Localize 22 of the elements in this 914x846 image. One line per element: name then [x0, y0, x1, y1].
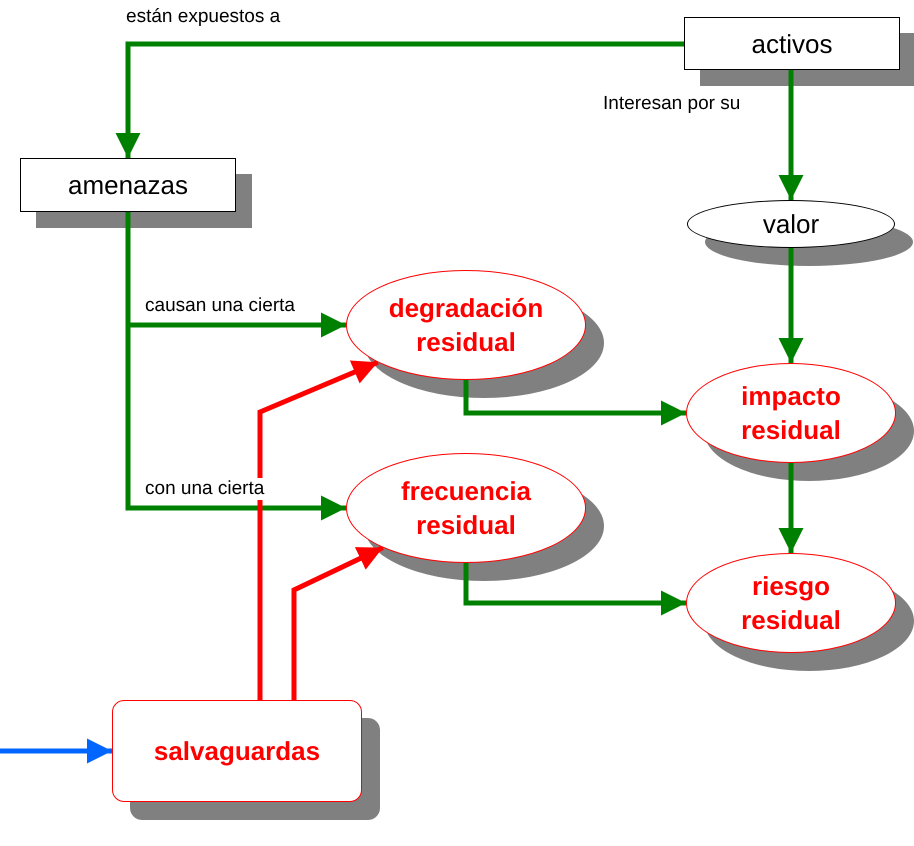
process-box [684, 17, 900, 70]
arrow [292, 545, 384, 700]
node-label: salvaguardas [154, 735, 320, 768]
arrow [258, 360, 379, 700]
node-label: activos [752, 28, 832, 60]
node-label: riesgo residual [740, 570, 842, 637]
node-label: degradación residual [388, 292, 544, 359]
node-label: frecuencia residual [400, 475, 532, 542]
node-label: impacto residual [740, 380, 842, 447]
edge-label: están expuestos a [124, 6, 282, 28]
arrow [778, 463, 804, 553]
process-box [112, 700, 362, 802]
arrow [778, 248, 804, 363]
arrow [0, 738, 112, 764]
arrow [464, 380, 686, 426]
process-box [20, 158, 236, 212]
arrow [116, 42, 684, 158]
node-label: amenazas [68, 169, 188, 202]
edge-label: con una cierta [143, 478, 266, 500]
arrow [778, 70, 804, 200]
arrow [464, 563, 686, 616]
node-label: valor [762, 208, 820, 241]
